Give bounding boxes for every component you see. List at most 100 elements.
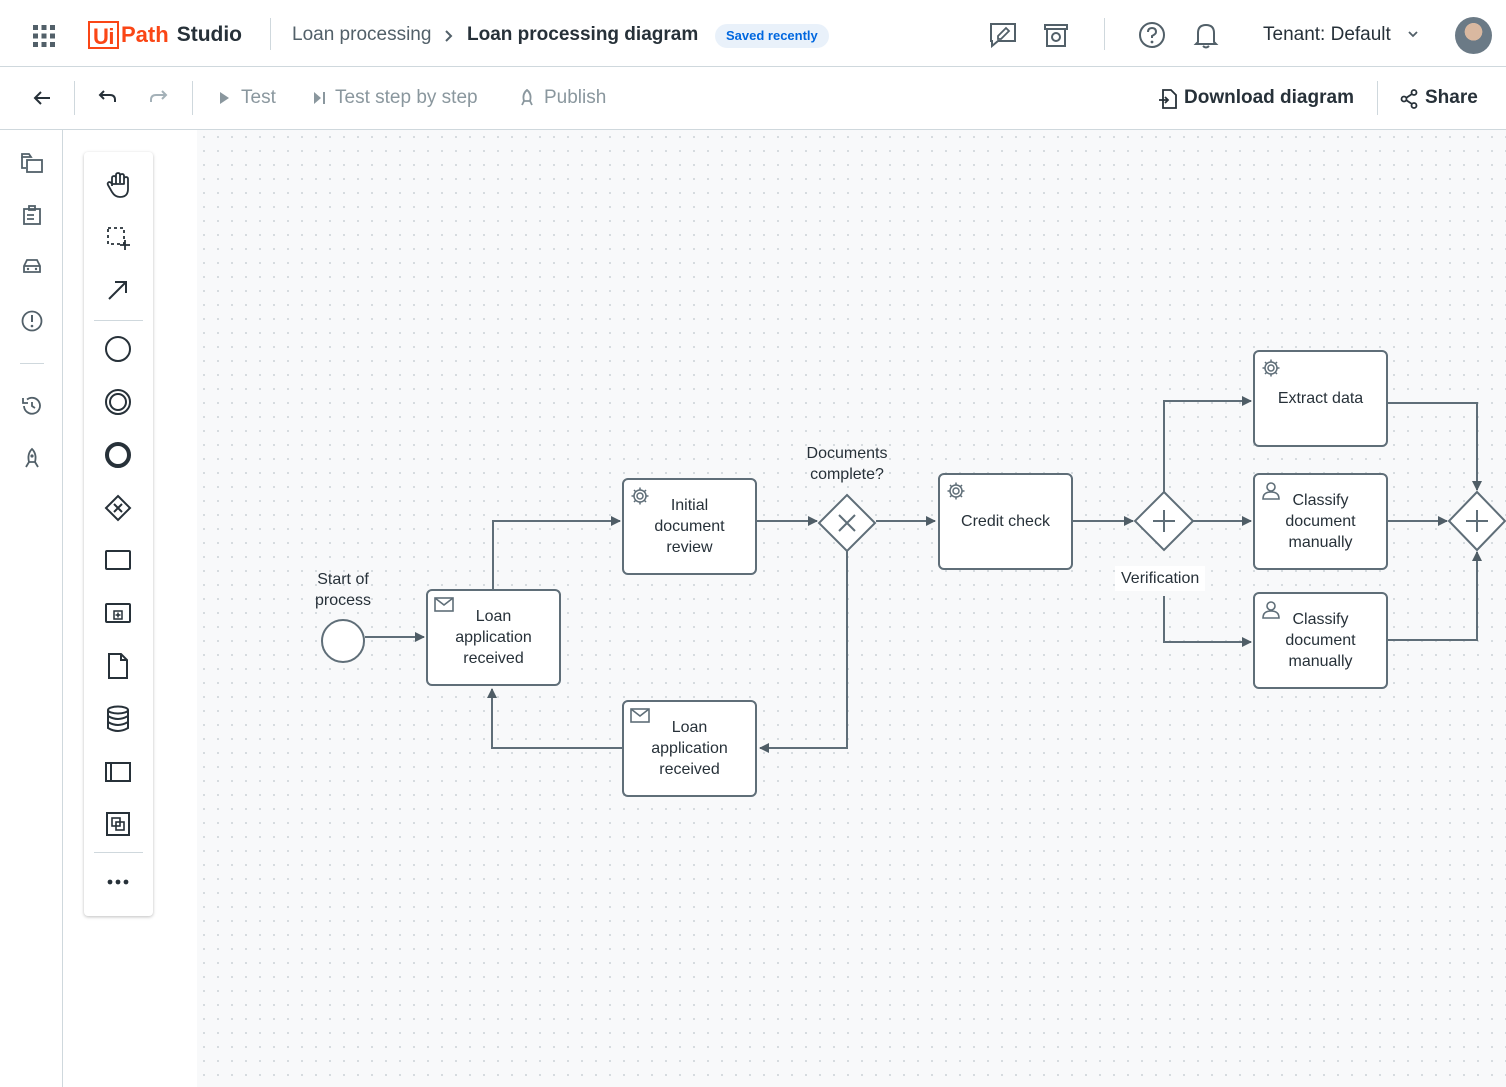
task-label: Extract data (1277, 390, 1364, 407)
flow-extract-to-join[interactable] (1388, 402, 1482, 491)
task-label: Initial document review (654, 497, 725, 556)
left-nav (0, 130, 63, 1087)
exclusive-gateway[interactable] (817, 493, 877, 553)
task-extract-data[interactable]: Extract data (1253, 350, 1388, 447)
start-label-line1: Start of (317, 571, 369, 588)
user-icon (1262, 482, 1280, 500)
subprocess-icon[interactable] (104, 602, 132, 624)
status-badge: Saved recently (715, 24, 829, 48)
start-event[interactable] (321, 619, 365, 663)
intermediate-event-icon[interactable] (104, 388, 132, 416)
publish-button[interactable]: Publish (544, 87, 607, 108)
vehicle-icon[interactable] (20, 257, 44, 277)
parallel-gateway-join[interactable] (1447, 490, 1506, 552)
bell-icon[interactable] (1193, 20, 1219, 50)
tenant-selector[interactable]: Tenant: Default (1263, 24, 1391, 45)
divider (192, 81, 193, 115)
task-initial-document-review[interactable]: Initial document review (622, 478, 757, 575)
end-event-icon[interactable] (104, 441, 132, 469)
task-label: Loan application received (651, 719, 728, 778)
task-classify-document-manually-2[interactable]: Classify document manually (1253, 592, 1388, 689)
task-icon[interactable] (104, 549, 132, 571)
logo-ui: Ui (88, 21, 119, 49)
gateway-verification-label: Verification (1115, 566, 1206, 591)
gateway-docs-line2: complete? (810, 466, 884, 483)
group-icon[interactable] (105, 811, 131, 837)
start-event-icon[interactable] (104, 335, 132, 363)
flow-receive-to-review[interactable] (492, 516, 621, 589)
parallel-gateway-verification[interactable] (1133, 490, 1195, 552)
data-object-icon[interactable] (106, 652, 130, 680)
uipath-studio-logo[interactable]: Ui Path Studio (88, 19, 242, 51)
divider (1377, 81, 1378, 115)
alert-icon[interactable] (20, 309, 44, 333)
user-icon (1262, 601, 1280, 619)
divider (270, 18, 271, 50)
message-icon (434, 597, 454, 612)
service-gear-icon (631, 487, 649, 505)
breadcrumb-parent[interactable]: Loan processing (292, 24, 432, 45)
flow-verification-to-extract[interactable] (1163, 396, 1252, 492)
task-label: Credit check (961, 513, 1050, 530)
test-button[interactable]: Test (241, 87, 276, 108)
data-store-icon[interactable] (105, 705, 131, 733)
lasso-select-icon[interactable] (106, 226, 132, 252)
divider (74, 81, 75, 115)
test-step-by-step-button[interactable]: Test step by step (335, 87, 478, 108)
message-icon (630, 708, 650, 723)
start-event-label: Start of process (303, 569, 383, 611)
gateway-docs-label: Documents complete? (797, 443, 897, 485)
gateway-icon[interactable] (104, 494, 132, 522)
hand-tool-icon[interactable] (105, 170, 133, 200)
clipboard-icon[interactable] (21, 204, 43, 226)
share-button[interactable]: Share (1425, 87, 1478, 108)
element-palette (84, 152, 153, 916)
nav-divider (20, 363, 44, 364)
flow-classify2-to-join[interactable] (1388, 551, 1482, 641)
chevron-right-icon (445, 30, 453, 42)
play-icon (220, 92, 229, 104)
back-arrow-icon[interactable] (32, 89, 52, 107)
step-icon (314, 92, 325, 104)
flow-verification-to-classify2[interactable] (1163, 596, 1252, 647)
deploy-icon[interactable] (21, 447, 43, 471)
task-credit-check[interactable]: Credit check (938, 473, 1073, 570)
avatar[interactable] (1455, 17, 1492, 54)
store-icon[interactable] (1042, 21, 1070, 49)
editor-toolbar: Test Test step by step Publish Download … (0, 67, 1506, 130)
task-loan-application-received[interactable]: Loan application received (426, 589, 561, 686)
publish-icon (521, 88, 533, 106)
breadcrumb-current: Loan processing diagram (467, 24, 699, 45)
download-icon (1159, 89, 1177, 109)
history-icon[interactable] (20, 394, 44, 418)
logo-path: Path (121, 22, 169, 47)
task-label: Loan application received (455, 608, 532, 667)
flow-gateway-to-receive2[interactable] (759, 550, 848, 753)
download-diagram-button[interactable]: Download diagram (1184, 87, 1354, 108)
diagram-canvas[interactable] (197, 130, 1506, 1087)
service-gear-icon (947, 482, 965, 500)
more-icon[interactable] (106, 878, 130, 886)
start-label-line2: process (314, 592, 372, 609)
undo-icon[interactable] (96, 89, 118, 105)
logo-studio: Studio (176, 23, 243, 46)
gateway-docs-line1: Documents (806, 445, 888, 462)
task-label: Classify document manually (1285, 492, 1356, 551)
top-bar: Ui Path Studio Loan processing Loan proc… (0, 0, 1506, 67)
files-icon[interactable] (20, 152, 44, 174)
share-icon (1400, 89, 1418, 109)
apps-grid-icon[interactable] (33, 25, 55, 47)
pool-icon[interactable] (104, 761, 132, 783)
help-icon[interactable] (1138, 21, 1166, 49)
redo-icon[interactable] (148, 89, 170, 105)
chevron-down-icon[interactable] (1407, 30, 1419, 40)
divider (1104, 18, 1105, 50)
flow-receive2-to-receive[interactable] (487, 688, 622, 749)
connect-arrow-icon[interactable] (106, 278, 130, 302)
task-classify-document-manually[interactable]: Classify document manually (1253, 473, 1388, 570)
service-gear-icon (1262, 359, 1280, 377)
feedback-icon[interactable] (988, 21, 1018, 49)
task-label: Classify document manually (1285, 611, 1356, 670)
palette-divider (94, 852, 143, 853)
task-loan-application-received-2[interactable]: Loan application received (622, 700, 757, 797)
